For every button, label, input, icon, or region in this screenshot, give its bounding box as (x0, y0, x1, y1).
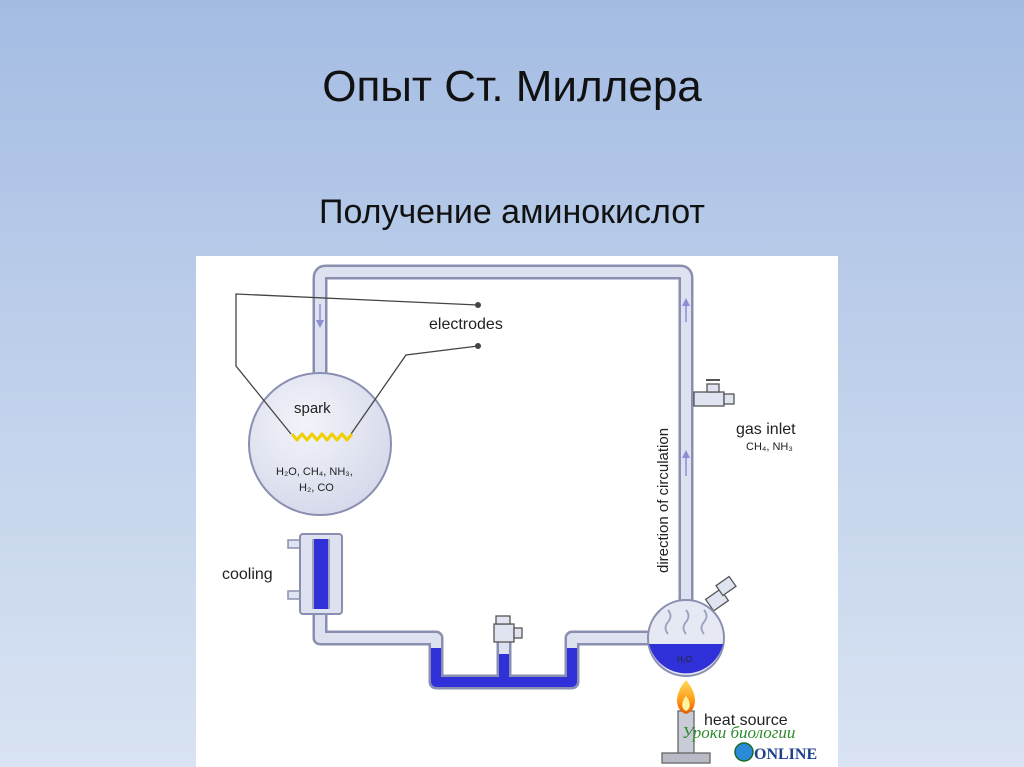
slide-title: Опыт Ст. Миллера (322, 62, 702, 111)
circulation-arrow-up (682, 450, 690, 476)
gas-inlet-tap (693, 379, 735, 407)
watermark: Уроки биологии ONLINE (682, 723, 817, 763)
boiling-flask (647, 575, 737, 677)
circulation-arrow-up-top (682, 298, 690, 322)
spark-zigzag (290, 432, 354, 442)
return-line-tap (493, 615, 523, 643)
flask-contents-line2: H₂, CO (299, 482, 334, 494)
circulation-label: direction of circulation (655, 428, 672, 573)
spark-label: spark (294, 400, 331, 417)
boiling-flask-label: H₂O (677, 655, 692, 664)
miller-experiment-diagram: Уроки биологии ONLINE electrodes spark H… (196, 256, 838, 767)
cooling-label: cooling (222, 566, 273, 583)
cooling-condenser (287, 533, 343, 615)
flask-contents-line1: H₂O, CH₄, NH₃, (276, 466, 353, 478)
circulation-arrow-down (316, 304, 324, 328)
globe-icon (734, 742, 754, 762)
gas-inlet-gases: CH₄, NH₃ (746, 441, 793, 453)
watermark-line2: ONLINE (754, 746, 817, 763)
electrode-wires (235, 293, 481, 435)
electrode-terminal (475, 343, 481, 349)
watermark-line1: Уроки биологии (682, 723, 795, 742)
electrodes-label: electrodes (429, 316, 503, 333)
gas-inlet-label: gas inlet (736, 421, 796, 438)
heat-source-label: heat source (704, 712, 788, 729)
spark-flask (248, 372, 392, 516)
trap-water (431, 648, 577, 687)
slide-subtitle: Получение аминокислот (319, 193, 705, 231)
electrode-terminal (475, 302, 481, 308)
diagram-svg: Уроки биологии ONLINE electrodes spark H… (222, 264, 817, 764)
burner (661, 680, 711, 764)
